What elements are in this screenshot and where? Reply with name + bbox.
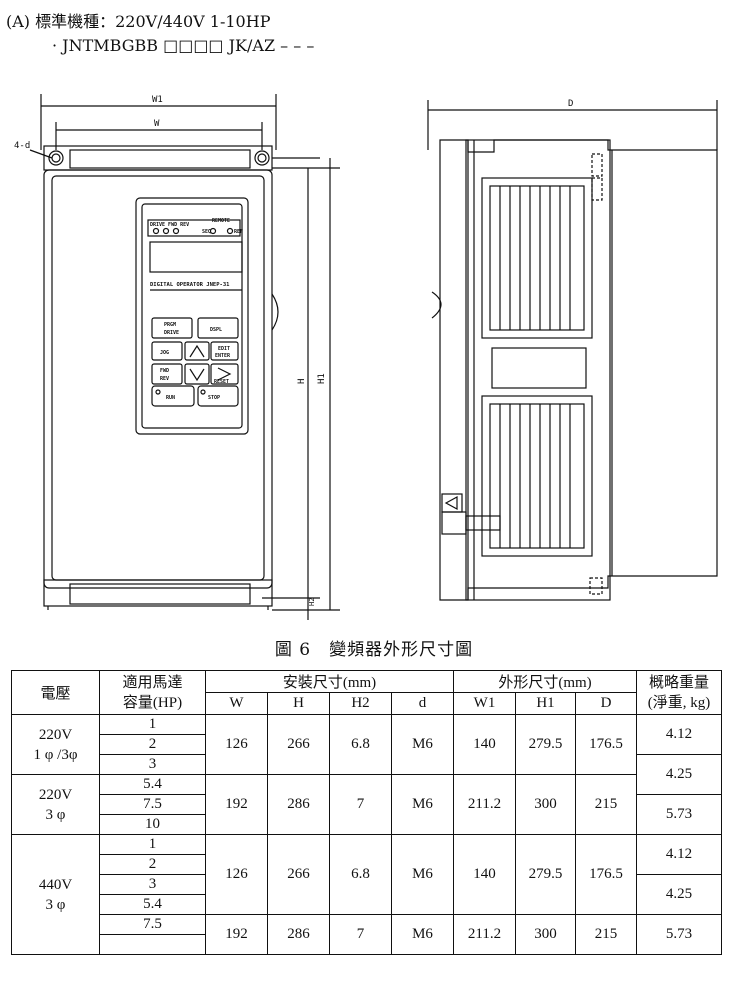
- hp-cell: 1: [99, 714, 206, 735]
- operator-title: DIGITAL OPERATOR JNEP-31: [150, 282, 230, 288]
- w-cell: 192: [205, 914, 268, 955]
- inverter-outline-drawing: W1 W 4-d H H1 H2 D DRIVE FWD REV REMOTE …: [14, 94, 718, 620]
- w-cell: 192: [205, 774, 268, 835]
- d-cell: M6: [391, 834, 454, 915]
- weight-cell: 4.12: [636, 834, 722, 875]
- figure-caption: 圖 6 變頻器外形尺寸圖: [274, 640, 474, 660]
- w1-cell: 140: [453, 714, 516, 775]
- hp-cell: 1: [99, 834, 206, 855]
- voltage-cell: 440V 3 φ: [11, 834, 100, 955]
- stop-key: STOP: [208, 395, 220, 401]
- header-install: 安裝尺寸(mm): [205, 670, 454, 693]
- weight-cell: 4.12: [636, 714, 722, 755]
- reset-key: RESET: [214, 379, 229, 385]
- dspl-key: DSPL: [210, 327, 222, 333]
- ref-label: REF: [234, 229, 243, 235]
- hp-cell: 5.4: [99, 894, 206, 915]
- w-cell: 126: [205, 834, 268, 915]
- w-cell: 126: [205, 714, 268, 775]
- d-cell: M6: [391, 714, 454, 775]
- dim-h2-label: H2: [308, 598, 316, 606]
- h-cell: 266: [267, 714, 330, 775]
- dim-d-label: D: [568, 99, 573, 109]
- header-outline: 外形尺寸(mm): [453, 670, 637, 693]
- sub-h2: H2: [329, 692, 392, 715]
- dim-h-label: H: [297, 379, 307, 384]
- weight-cell: 4.25: [636, 874, 722, 915]
- sub-h: H: [267, 692, 330, 715]
- h1-cell: 300: [515, 774, 576, 835]
- dd-cell: 176.5: [575, 834, 637, 915]
- rev-key: REV: [160, 376, 169, 382]
- h1-cell: 279.5: [515, 834, 576, 915]
- h2-cell: 7: [329, 774, 392, 835]
- section-title: (A) 標準機種：220V/440V 1-10HP: [6, 12, 271, 31]
- hp-cell: 3: [99, 874, 206, 895]
- fwd-key: FWD: [160, 368, 169, 374]
- w1-cell: 140: [453, 834, 516, 915]
- h-cell: 286: [267, 774, 330, 835]
- jog-key: JOG: [160, 350, 169, 356]
- hp-cell: 2: [99, 734, 206, 755]
- header-motor: 適用馬達 容量(HP): [99, 670, 206, 715]
- drive-key: DRIVE: [164, 330, 179, 336]
- h2-cell: 7: [329, 914, 392, 955]
- model-code: · JNTMBGBB □□□□ JK/AZ – – –: [52, 36, 315, 55]
- sub-w1: W1: [453, 692, 516, 715]
- dim-w1-label: W1: [152, 95, 163, 105]
- dd-cell: 215: [575, 914, 637, 955]
- h2-cell: 6.8: [329, 834, 392, 915]
- hole-label: 4-d: [14, 141, 30, 151]
- hp-cell: 7.5: [99, 794, 206, 815]
- weight-cell: 5.73: [636, 914, 722, 955]
- weight-cell: 4.25: [636, 754, 722, 795]
- hp-cell: 2: [99, 854, 206, 875]
- seq-label: SEQ: [202, 229, 211, 235]
- voltage-cell: 220V 3 φ: [11, 774, 100, 835]
- hp-cell: 3: [99, 754, 206, 775]
- voltage-cell: 220V 1 φ /3φ: [11, 714, 100, 775]
- dd-cell: 215: [575, 774, 637, 835]
- hp-cell: 10: [99, 814, 206, 835]
- h-cell: 266: [267, 834, 330, 915]
- h2-cell: 6.8: [329, 714, 392, 775]
- header-weight: 概略重量 (淨重, kg): [636, 670, 722, 715]
- weight-cell: 5.73: [636, 794, 722, 835]
- header-voltage: 電壓: [11, 670, 100, 715]
- sub-d: d: [391, 692, 454, 715]
- hp-cell: 5.4: [99, 774, 206, 795]
- hp-cell: [99, 934, 206, 955]
- sub-h1: H1: [515, 692, 576, 715]
- dimension-table: 電壓 適用馬達 容量(HP) 安裝尺寸(mm) 外形尺寸(mm) 概略重量 (淨…: [11, 670, 722, 955]
- dim-h1-label: H1: [317, 373, 327, 384]
- prgm-key: PRGM: [164, 322, 176, 328]
- d-cell: M6: [391, 774, 454, 835]
- hp-cell: 7.5: [99, 914, 206, 935]
- w1-cell: 211.2: [453, 774, 516, 835]
- sub-dd: D: [575, 692, 637, 715]
- sub-w: W: [205, 692, 268, 715]
- h1-cell: 300: [515, 914, 576, 955]
- h1-cell: 279.5: [515, 714, 576, 775]
- remote-label: REMOTE: [212, 218, 230, 224]
- dim-w-label: W: [154, 119, 160, 129]
- h-cell: 286: [267, 914, 330, 955]
- d-cell: M6: [391, 914, 454, 955]
- led-labels: DRIVE FWD REV: [150, 222, 189, 228]
- edit-key: EDIT: [218, 346, 230, 352]
- enter-key: ENTER: [215, 353, 231, 359]
- run-key: RUN: [166, 395, 175, 401]
- w1-cell: 211.2: [453, 914, 516, 955]
- dd-cell: 176.5: [575, 714, 637, 775]
